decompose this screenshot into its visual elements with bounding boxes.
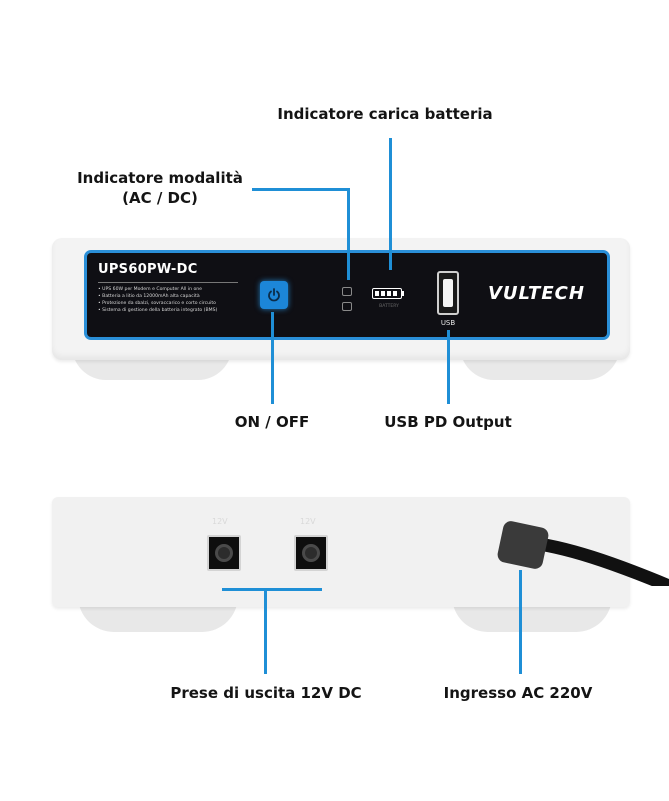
power-callout-line (271, 312, 274, 404)
usb-output-callout: USB PD Output (384, 413, 512, 431)
spec-line: • UPS 60W per Modem e Computer All in on… (98, 287, 203, 292)
mode-indicator-callout-line1: Indicatore modalità (77, 169, 243, 187)
dc-outputs-callout: Prese di uscita 12V DC (170, 684, 362, 702)
brand-logo: VULTECH (488, 283, 585, 304)
ac-input-callout: Ingresso AC 220V (443, 684, 593, 702)
mode-indicator-callout-line2: (AC / DC) (122, 189, 198, 207)
battery-icon (372, 288, 402, 299)
dc-callout-hline (222, 588, 322, 591)
port-2-label: 12V (300, 517, 316, 526)
battery-callout-line (389, 138, 392, 270)
mode-callout-vline (347, 188, 350, 280)
battery-indicator-callout: Indicatore carica batteria (277, 105, 493, 123)
power-icon (268, 288, 280, 302)
dc-callout-vline (264, 588, 267, 674)
battery-segment (381, 291, 385, 296)
battery-tip (402, 291, 404, 296)
battery-text: BATTERY (379, 304, 399, 309)
usb-label: USB (440, 319, 456, 327)
mode-callout-hline (252, 188, 350, 191)
spec-line: • Sistema di gestione della batteria int… (98, 308, 218, 313)
spec-line: • Batteria a litio da 12000mAh alta capa… (98, 294, 200, 299)
spec-line: • Protezione da sbalzi, sovraccarico e c… (98, 301, 216, 306)
battery-segment (387, 291, 391, 296)
dc-mode-icon (342, 302, 352, 311)
usb-callout-line (447, 330, 450, 404)
ac-callout-line (519, 570, 522, 674)
port-1-label: 12V (212, 517, 228, 526)
on-off-callout: ON / OFF (234, 413, 310, 431)
spec-divider (98, 282, 238, 283)
battery-segment (375, 291, 379, 296)
ac-mode-icon (342, 287, 352, 296)
battery-segment (393, 291, 397, 296)
model-name: UPS60PW-DC (98, 262, 198, 277)
dc-port-2-ring (302, 544, 320, 562)
dc-port-1-ring (215, 544, 233, 562)
usb-port-inner (443, 279, 453, 307)
